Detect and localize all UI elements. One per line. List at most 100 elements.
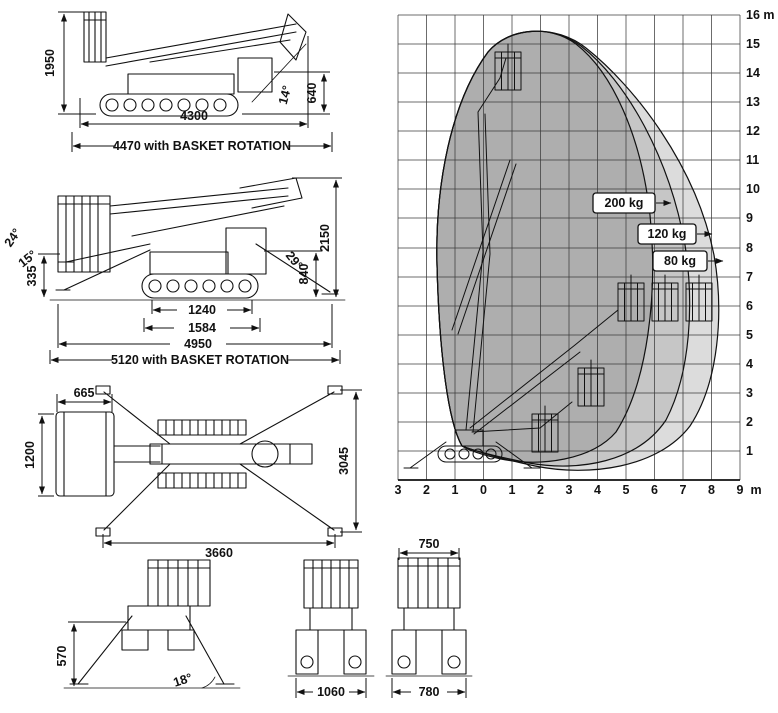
dim-chassis-height: 840 (297, 264, 311, 285)
x-tick-label: 2 (537, 483, 544, 497)
zone-80kg-label: 80 kg (664, 254, 696, 268)
y-tick-label: 13 (746, 95, 760, 109)
turret (251, 440, 279, 468)
chart-grid (397, 14, 741, 480)
rear-view-wide-drawing (385, 557, 473, 677)
y-tick-label: 7 (746, 270, 753, 284)
zone-label-200kg: 200 kg (592, 192, 672, 214)
track-left (121, 629, 149, 651)
left-outriggers (55, 243, 151, 291)
y-tick-label: 4 (746, 357, 753, 371)
track-right (167, 629, 195, 651)
envelope-machine-figures (403, 43, 713, 469)
front-view-outriggers-drawing (63, 559, 241, 689)
front-view-dimensions: 570 18° (55, 621, 194, 690)
dim-track-contact-length: 1240 (188, 303, 216, 317)
load-zone-200kg-fill (436, 31, 653, 463)
x-axis-unit-label: m (750, 483, 761, 497)
dim-length-basket-rotation: 5120 with BASKET ROTATION (111, 353, 289, 367)
boom-vertical (465, 77, 501, 433)
y-tick-label: 9 (746, 211, 753, 225)
side-view-stowed-dimensions: 1950 640 14° 4300 4470 with BASKET ROTAT… (43, 11, 333, 153)
chassis (309, 607, 353, 631)
boom-right (469, 309, 619, 435)
dim-clearance-height: 570 (55, 646, 69, 667)
dim-ground-clearance: 335 (25, 266, 39, 287)
dim-stowed-height: 2150 (318, 224, 332, 252)
dim-outrigger-angle-upper: 24° (2, 226, 24, 250)
y-axis-labels: 16 m 15 14 13 12 11 10 9 8 7 6 5 4 3 2 1 (746, 8, 775, 458)
x-tick-label: 2 (423, 483, 430, 497)
dim-outrigger-angle: 18° (172, 671, 194, 690)
load-zone-labels: 200 kg 120 kg 80 kg (592, 192, 724, 272)
x-tick-label: 1 (509, 483, 516, 497)
x-tick-label: 5 (623, 483, 630, 497)
turret (454, 429, 484, 447)
top-view-dimensions: 665 1200 3045 3660 (23, 386, 362, 560)
track-right (157, 472, 247, 489)
rear-view-narrow-drawing (287, 559, 375, 677)
x-tick-label: 0 (480, 483, 487, 497)
track-right (343, 629, 367, 675)
y-axis-top-label: 16 m (746, 8, 775, 22)
boom (149, 443, 313, 465)
chassis (149, 251, 229, 275)
y-tick-label: 6 (746, 299, 753, 313)
turret (225, 227, 267, 275)
y-tick-label: 11 (746, 153, 759, 167)
x-tick-label: 4 (594, 483, 601, 497)
x-tick-label: 1 (452, 483, 459, 497)
dim-boom-angle: 14° (276, 84, 294, 106)
y-tick-label: 12 (746, 124, 760, 138)
boom-low (471, 401, 573, 433)
chassis (127, 605, 191, 631)
zone-label-80kg: 80 kg (652, 250, 724, 272)
zone-120kg-label: 120 kg (648, 227, 687, 241)
top-view-drawing (55, 385, 343, 537)
load-zone-200kg-outline (436, 30, 654, 463)
x-tick-label: 3 (395, 483, 402, 497)
basket (57, 195, 111, 273)
side-view-stowed-drawing (83, 11, 307, 117)
x-tick-label: 6 (651, 483, 658, 497)
y-tick-label: 2 (746, 415, 753, 429)
dim-overall-width: 1060 (317, 685, 345, 699)
side-view-outriggers-dimensions: 24° 15° 335 2150 840 29° 1240 1584 4950 … (2, 177, 342, 367)
y-tick-label: 3 (746, 386, 753, 400)
x-tick-label: 8 (708, 483, 715, 497)
rear-view-narrow-dimensions: 1060 (295, 678, 367, 699)
zone-200kg-label: 200 kg (605, 196, 644, 210)
dim-overall-length: 4950 (184, 337, 212, 351)
x-axis-labels: 3 2 1 0 1 2 3 4 5 6 7 8 9 m (395, 483, 762, 497)
dim-overall-height: 1950 (43, 49, 57, 77)
y-tick-label: 15 (746, 37, 760, 51)
basket (55, 411, 115, 497)
y-tick-label: 1 (746, 444, 753, 458)
dim-track-width: 780 (419, 685, 440, 699)
boom-diagonal (451, 159, 517, 335)
zone-label-120kg: 120 kg (637, 223, 713, 245)
y-tick-label: 14 (746, 66, 760, 80)
y-tick-label: 8 (746, 241, 753, 255)
dim-basket-length: 1200 (23, 441, 37, 469)
outrigger-legs (103, 391, 335, 531)
y-tick-label: 5 (746, 328, 753, 342)
track-right (441, 629, 467, 675)
x-tick-label: 7 (680, 483, 687, 497)
dim-footprint-length: 3045 (337, 447, 351, 475)
chassis (403, 607, 455, 631)
track (141, 273, 259, 299)
track-left (295, 629, 319, 675)
dim-track-overall-length: 1584 (188, 321, 216, 335)
dim-overall-length: 4300 (180, 109, 208, 123)
outrigger-legs (69, 615, 235, 685)
dim-footprint-width: 3660 (205, 546, 233, 560)
y-tick-label: 10 (746, 182, 760, 196)
turret (237, 57, 273, 93)
x-tick-label: 3 (566, 483, 573, 497)
track-left (157, 419, 247, 436)
basket (147, 559, 211, 607)
rear-view-wide-dimensions: 750 780 (391, 537, 467, 699)
